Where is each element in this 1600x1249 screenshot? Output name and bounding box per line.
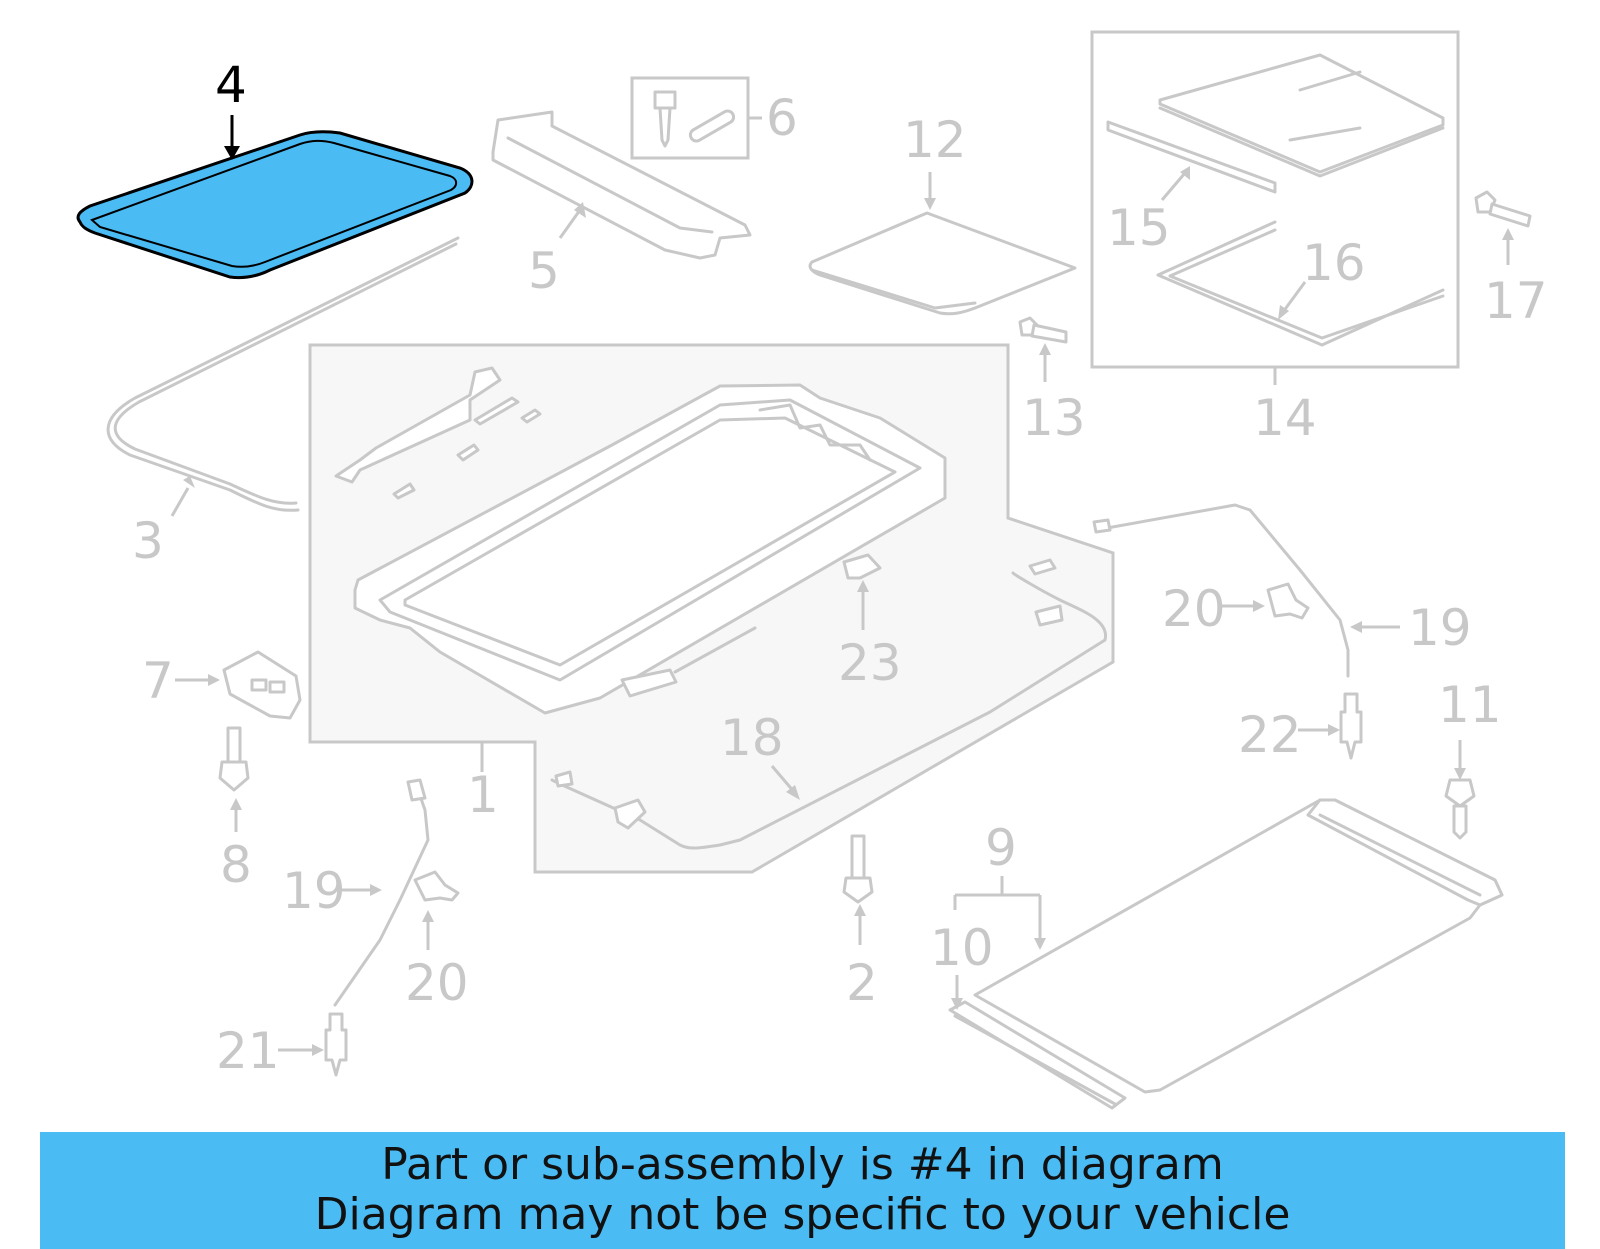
part-20-clip-right[interactable] [1266, 582, 1310, 620]
label-21: 21 [216, 1022, 280, 1080]
leader-5 [558, 202, 586, 239]
part-6-hardware-kit[interactable] [630, 76, 750, 160]
label-7: 7 [142, 652, 174, 710]
leader-10 [951, 975, 963, 1010]
leader-8 [230, 798, 242, 832]
label-3: 3 [132, 512, 164, 570]
label-10: 10 [930, 919, 994, 977]
label-12: 12 [903, 111, 967, 169]
leader-20-left [422, 910, 434, 950]
label-15: 15 [1107, 199, 1171, 257]
banner-line-2: Diagram may not be specific to your vehi… [314, 1189, 1291, 1240]
label-5: 5 [528, 242, 560, 300]
label-11: 11 [1438, 676, 1502, 734]
label-17: 17 [1484, 272, 1548, 330]
label-8: 8 [220, 836, 252, 894]
leader-19-right [1350, 621, 1400, 633]
part-9-sunshade-assembly[interactable] [973, 798, 1504, 1094]
leader-9 [953, 876, 1046, 950]
part-13-bolt[interactable] [1018, 316, 1068, 344]
label-9: 9 [985, 819, 1017, 877]
part-19-drain-tube-left[interactable] [333, 778, 430, 1007]
leader-2 [854, 904, 866, 945]
label-16: 16 [1302, 234, 1366, 292]
label-20b: 20 [405, 954, 469, 1012]
leader-13 [1039, 343, 1051, 382]
label-19a: 19 [282, 862, 346, 920]
part-4-sunroof-glass[interactable] [76, 130, 474, 280]
part-5-deflector[interactable] [491, 110, 752, 260]
part-22-drain-valve-right[interactable] [1339, 692, 1363, 760]
leader-17 [1502, 228, 1514, 265]
part-12-sunshade[interactable] [808, 211, 1077, 316]
info-banner: Part or sub-assembly is #4 in diagram Di… [40, 1132, 1565, 1249]
banner-line-1: Part or sub-assembly is #4 in diagram [381, 1139, 1224, 1190]
part-17-bolt[interactable] [1474, 190, 1532, 228]
label-4: 4 [215, 56, 247, 114]
leader-22 [1298, 724, 1340, 736]
part-8-bolt[interactable] [218, 726, 250, 792]
label-22: 22 [1238, 706, 1302, 764]
leader-16 [1278, 281, 1307, 320]
leader-15 [1160, 166, 1190, 201]
part-1-frame-assembly[interactable] [308, 343, 1115, 874]
part-19-drain-tube-right[interactable] [1092, 503, 1350, 678]
part-3-weatherstrip[interactable] [106, 236, 460, 512]
label-18: 18 [720, 709, 784, 767]
part-2-bolt[interactable] [842, 834, 874, 904]
leader-12 [924, 172, 936, 210]
label-2: 2 [846, 954, 878, 1012]
leader-3 [170, 476, 195, 517]
label-13: 13 [1022, 389, 1086, 447]
leader-23 [857, 580, 869, 630]
part-16-frame-seal[interactable] [1156, 220, 1445, 347]
label-19b: 19 [1408, 599, 1472, 657]
leader-4 [224, 115, 240, 160]
part-15-seal-strip[interactable] [1106, 120, 1277, 194]
label-14: 14 [1253, 389, 1317, 447]
part-10-front-rail[interactable] [948, 1000, 1127, 1110]
leader-21 [278, 1044, 324, 1056]
leader-11 [1454, 740, 1466, 780]
label-6: 6 [766, 89, 798, 147]
leader-18 [770, 765, 800, 800]
label-23: 23 [838, 634, 902, 692]
label-1: 1 [467, 766, 499, 824]
leader-7 [175, 674, 220, 686]
part-21-drain-valve-left[interactable] [324, 1012, 348, 1077]
part-11-bolt[interactable] [1444, 778, 1476, 840]
leader-20-right [1222, 600, 1265, 612]
leader-19-left [342, 884, 382, 896]
part-20-clip-left[interactable] [413, 870, 460, 902]
label-20a: 20 [1162, 580, 1226, 638]
part-7-motor[interactable] [222, 650, 302, 720]
